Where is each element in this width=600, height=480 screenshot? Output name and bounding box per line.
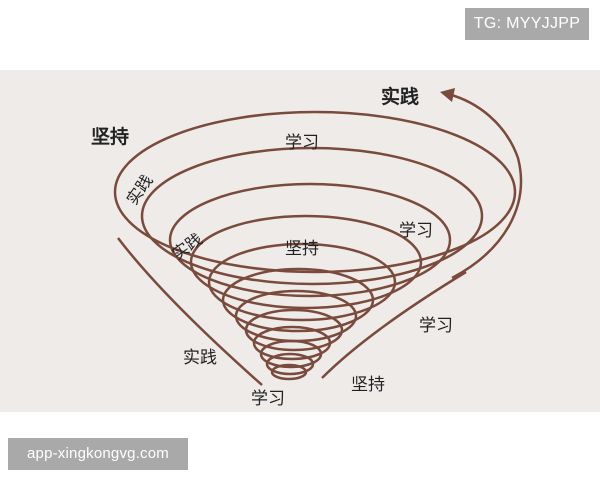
- label-practice-arc1: 实践: [123, 171, 157, 208]
- spiral-ring: [168, 182, 452, 298]
- spiral-ring: [140, 146, 484, 286]
- spiral-ring: [265, 352, 315, 376]
- cone-sides: [117, 237, 467, 386]
- footer-domain-badge: app-xingkongvg.com: [8, 438, 188, 470]
- spiral-ring: [252, 325, 332, 361]
- label-persist-left: 坚持: [91, 125, 129, 148]
- spiral-ring: [113, 110, 517, 274]
- label-practice-top: 实践: [381, 85, 419, 108]
- spiral-arm-path: [447, 92, 523, 280]
- arrowhead-icon: [440, 88, 455, 102]
- outer-spiral-arm: [440, 88, 523, 280]
- cone-left-side: [117, 237, 263, 386]
- spiral-ring: [259, 339, 323, 369]
- spiral-ring: [244, 308, 344, 352]
- watermark-tag: TG: MYYJJPP: [465, 8, 589, 40]
- label-study-right2: 学习: [419, 316, 453, 336]
- spiral-rings: [113, 110, 517, 381]
- label-persist-low: 坚持: [351, 375, 385, 395]
- spiral-ring: [207, 242, 397, 322]
- label-study-bottom: 学习: [251, 389, 285, 409]
- label-practice-low: 实践: [183, 348, 217, 368]
- label-study-right1: 学习: [399, 221, 433, 241]
- cone-right-side: [321, 270, 467, 379]
- label-study-top: 学习: [285, 133, 319, 153]
- spiral-ring: [221, 267, 375, 333]
- spiral-ring: [270, 363, 308, 381]
- label-persist-mid: 坚持: [285, 239, 319, 259]
- spiral-ring: [189, 214, 423, 310]
